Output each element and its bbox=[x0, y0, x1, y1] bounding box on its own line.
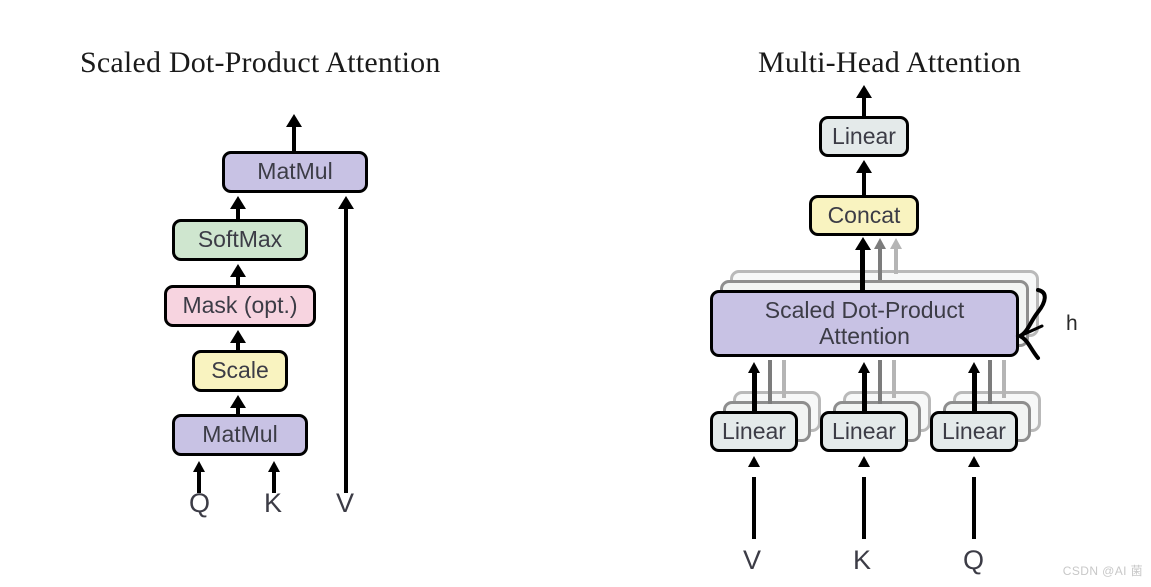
right-line-attn-to-concat-ghost2 bbox=[894, 248, 898, 274]
right-block-linear-k-label: Linear bbox=[832, 417, 896, 444]
left-block-matmul-bottom-label: MatMul bbox=[202, 421, 278, 448]
left-line-q bbox=[197, 472, 201, 493]
right-block-linear-top: Linear bbox=[819, 116, 909, 157]
left-arrow-scale-to-mask bbox=[230, 330, 246, 343]
right-line-linear2-to-attn-ghost1 bbox=[878, 360, 882, 404]
right-line-linear1-to-attn-main bbox=[752, 373, 757, 415]
right-arrow-linear2-to-attn-main bbox=[858, 362, 870, 373]
left-block-softmax-label: SoftMax bbox=[197, 226, 283, 253]
left-line-k bbox=[272, 472, 276, 493]
right-block-concat-label: Concat bbox=[827, 201, 901, 228]
right-input-label-k: K bbox=[853, 545, 872, 575]
left-arrow-softmax-to-matmul bbox=[230, 196, 246, 209]
left-arrow-v bbox=[338, 196, 354, 209]
right-block-linear-v: Linear bbox=[710, 411, 798, 452]
left-arrow-q bbox=[193, 461, 205, 472]
right-line-v-input bbox=[752, 477, 756, 539]
right-arrow-concat-to-linear bbox=[856, 160, 872, 173]
right-arrow-q-input bbox=[968, 456, 980, 467]
left-input-label-q: Q bbox=[189, 488, 211, 518]
left-block-softmax: SoftMax bbox=[172, 219, 308, 261]
right-line-q-input bbox=[972, 477, 976, 539]
right-arrow-attn-to-concat-main bbox=[855, 237, 871, 250]
right-panel-title: Multi-Head Attention bbox=[758, 46, 1022, 79]
right-input-label-q: Q bbox=[963, 545, 985, 575]
watermark: CSDN @AI 菌 bbox=[1062, 564, 1143, 578]
right-line-concat-to-linear bbox=[862, 171, 866, 197]
left-block-mask: Mask (opt.) bbox=[164, 285, 316, 327]
right-line-attn-to-concat-main bbox=[860, 248, 865, 290]
right-output-arrowhead bbox=[856, 85, 872, 98]
left-panel-title: Scaled Dot-Product Attention bbox=[80, 46, 441, 79]
right-block-linear-top-label: Linear bbox=[832, 122, 896, 149]
right-line-linear3-to-attn-ghost1 bbox=[988, 360, 992, 404]
left-arrow-matmul-to-scale bbox=[230, 395, 246, 408]
right-line-linear1-to-attn-ghost2 bbox=[782, 360, 786, 398]
right-block-linear-q-label: Linear bbox=[942, 417, 1006, 444]
right-line-linear3-to-attn-main bbox=[972, 373, 977, 415]
right-line-linear3-to-attn-ghost2 bbox=[1002, 360, 1006, 398]
left-arrow-mask-to-softmax bbox=[230, 264, 246, 277]
right-arrow-attn-to-concat-ghost2 bbox=[890, 238, 902, 249]
left-block-matmul-bottom: MatMul bbox=[172, 414, 308, 456]
right-line-linear2-to-attn-main bbox=[862, 373, 867, 415]
left-block-matmul-top: MatMul bbox=[222, 151, 368, 193]
heads-count-label: h bbox=[1066, 312, 1078, 335]
right-output-line bbox=[862, 96, 866, 118]
right-line-linear1-to-attn-ghost1 bbox=[768, 360, 772, 404]
left-output-arrowhead bbox=[286, 114, 302, 127]
right-arrow-k-input bbox=[858, 456, 870, 467]
right-block-linear-v-label: Linear bbox=[722, 417, 786, 444]
left-input-label-k: K bbox=[264, 488, 283, 518]
left-block-scale-label: Scale bbox=[211, 357, 269, 384]
right-arrow-linear3-to-attn-main bbox=[968, 362, 980, 373]
right-line-attn-to-concat-ghost1 bbox=[878, 248, 882, 280]
right-block-linear-q: Linear bbox=[930, 411, 1018, 452]
right-line-k-input bbox=[862, 477, 866, 539]
left-input-label-v: V bbox=[336, 488, 355, 518]
right-arrow-v-input bbox=[748, 456, 760, 467]
heads-brace bbox=[1015, 288, 1047, 360]
right-block-attention-label-line1: Scaled Dot-Product bbox=[764, 296, 965, 323]
left-block-mask-label: Mask (opt.) bbox=[182, 292, 298, 319]
right-arrow-linear1-to-attn-main bbox=[748, 362, 760, 373]
right-block-linear-k: Linear bbox=[820, 411, 908, 452]
right-line-linear2-to-attn-ghost2 bbox=[892, 360, 896, 398]
right-arrow-attn-to-concat-ghost1 bbox=[874, 238, 886, 249]
right-block-concat: Concat bbox=[809, 195, 919, 236]
left-output-line bbox=[292, 125, 296, 153]
right-block-attention-label-line2: Attention bbox=[819, 322, 910, 349]
right-block-scaled-dot-product-attention: Scaled Dot-Product Attention bbox=[710, 290, 1019, 357]
left-arrow-k bbox=[268, 461, 280, 472]
left-line-v bbox=[344, 207, 348, 493]
left-block-scale: Scale bbox=[192, 350, 288, 392]
right-input-label-v: V bbox=[743, 545, 762, 575]
left-block-matmul-top-label: MatMul bbox=[257, 158, 333, 185]
